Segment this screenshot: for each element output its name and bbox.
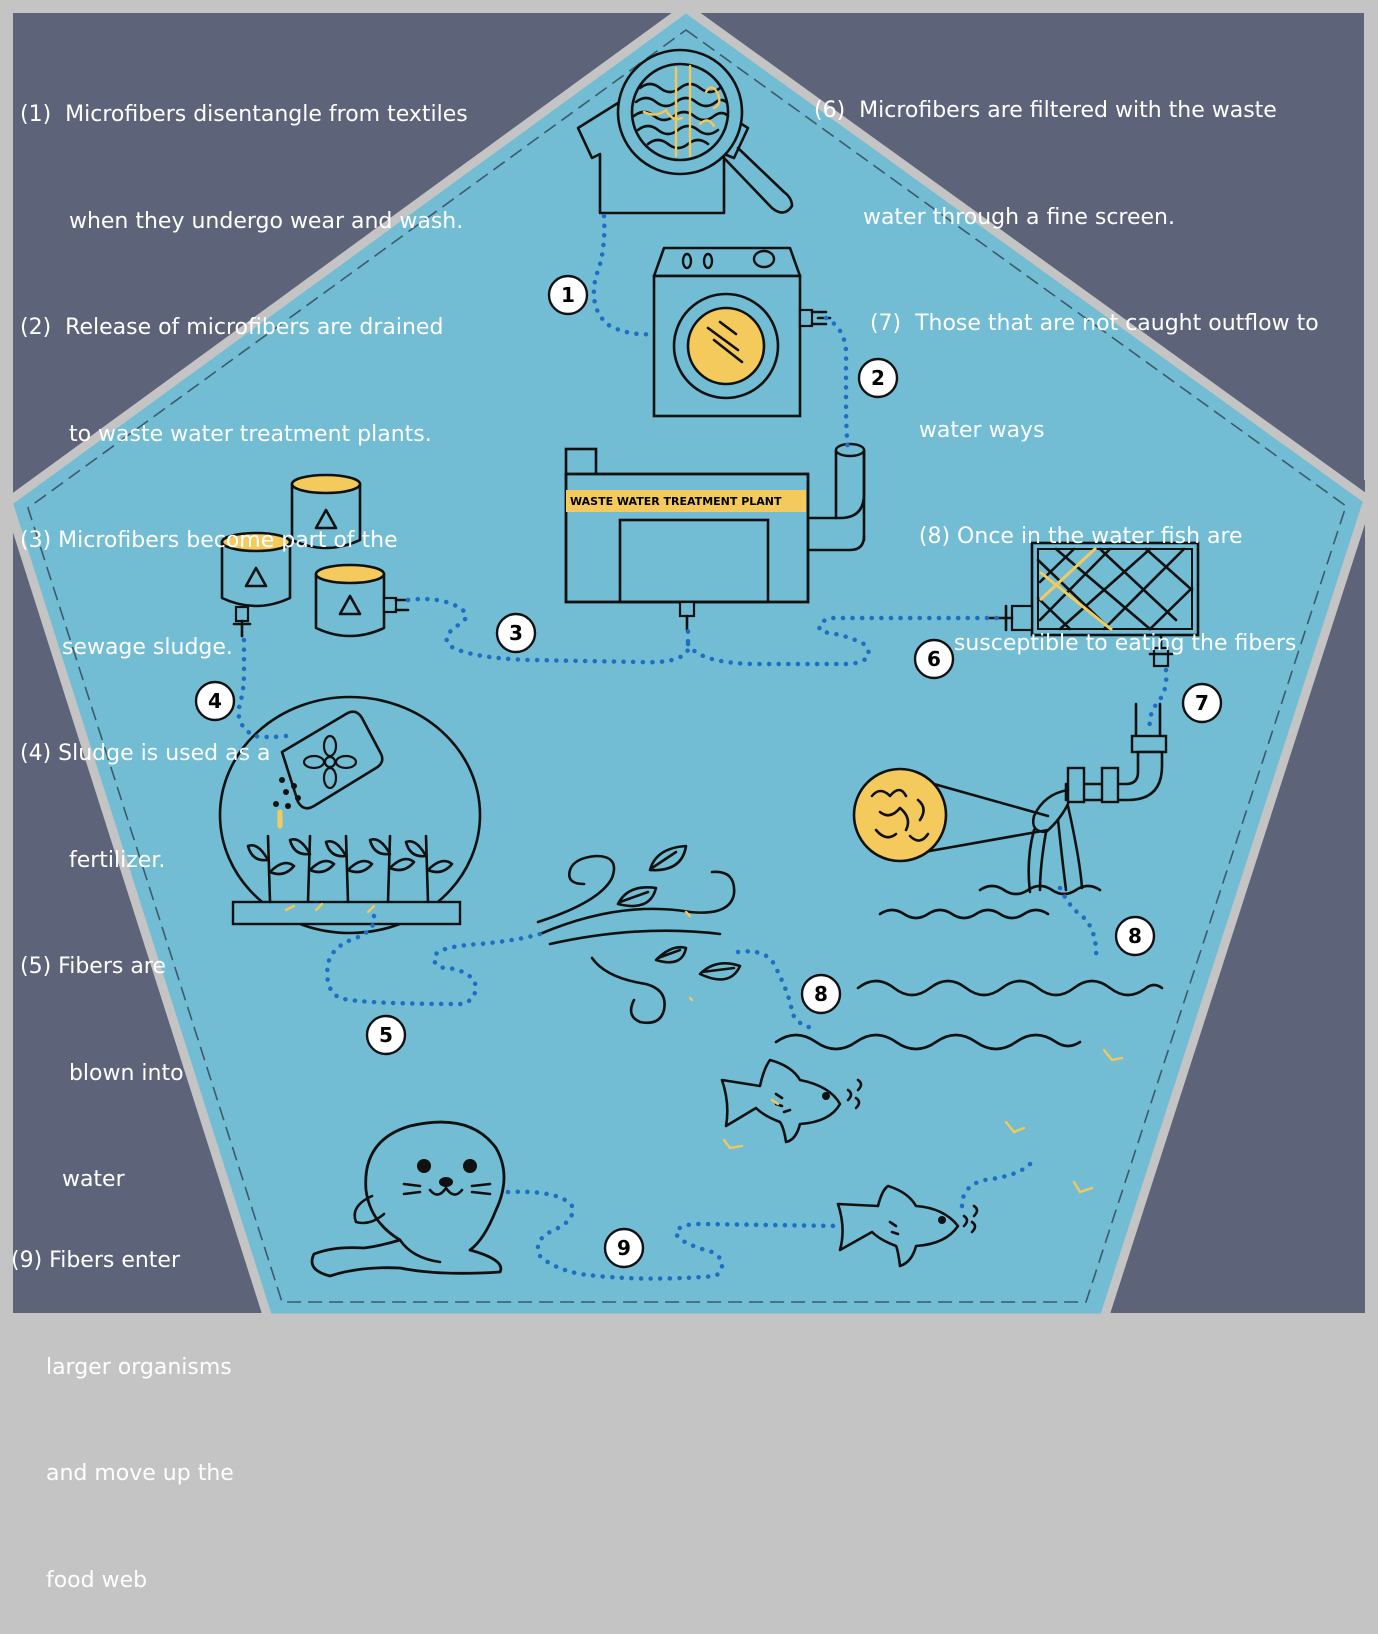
- sludge-tank-icon: [220, 473, 410, 638]
- annotations-top-right: (6) Microfibers are filtered with the wa…: [814, 22, 1319, 697]
- svg-text:8: 8: [1128, 924, 1142, 948]
- note-line: (7) Those that are not caught outflow to: [814, 311, 1319, 336]
- fish-icon: [720, 1058, 863, 1144]
- note-line: larger organisms: [11, 1354, 232, 1380]
- svg-text:7: 7: [1195, 691, 1209, 715]
- fertilizer-bag-icon: [273, 710, 384, 829]
- svg-text:1: 1: [561, 283, 575, 307]
- plant-label-band: [566, 490, 806, 512]
- annotations-top-left: (1) Microfibers disentangle from textile…: [20, 26, 468, 1233]
- microfiber-cycle-diagram: WASTE WATER TREATMENT PLANT: [2, 2, 1374, 1593]
- shirt-icon: [576, 96, 750, 215]
- plants-icon: [218, 695, 482, 935]
- step-badge-7: 7: [1181, 682, 1223, 724]
- note-line: blown into: [20, 1060, 184, 1086]
- step-badge-2: 2: [857, 357, 899, 399]
- svg-text:8: 8: [814, 982, 828, 1006]
- note-line: (9) Fibers enter: [11, 1248, 181, 1273]
- svg-text:3: 3: [509, 621, 523, 645]
- note-line: (6) Microfibers are filtered with the wa…: [814, 98, 1277, 123]
- step-badge-6: 6: [913, 638, 955, 680]
- step-badge-8-outflow: 8: [1114, 915, 1156, 957]
- flow-paths: [236, 213, 1169, 1281]
- note-line: water ways: [814, 417, 1045, 443]
- step-badge-3: 3: [495, 612, 537, 654]
- svg-text:2: 2: [871, 366, 885, 390]
- note-line: (2) Release of microfibers are drained: [20, 315, 444, 340]
- washing-machine-icon: [652, 246, 832, 418]
- note-line: (1) Microfibers disentangle from textile…: [20, 102, 468, 127]
- note-line: when they undergo wear and wash.: [20, 208, 464, 234]
- note-line: and move up the: [11, 1461, 234, 1486]
- note-line: (4) Sludge is used as a: [20, 741, 271, 766]
- seal-icon: [310, 1120, 506, 1278]
- magnifier-icon: [616, 48, 794, 214]
- note-line: sewage sludge.: [20, 634, 233, 660]
- outflow-pipe-icon: [852, 702, 1168, 920]
- note-line: water: [20, 1167, 125, 1192]
- diagram-canvas: WASTE WATER TREATMENT PLANT: [2, 2, 1374, 1323]
- step-badge-4: 4: [194, 680, 236, 722]
- svg-text:6: 6: [927, 647, 941, 671]
- note-line: food web: [11, 1567, 148, 1593]
- note-line: (5) Fibers are: [20, 954, 166, 979]
- wind-leaves-icon: [536, 844, 742, 1025]
- step-badge-9: 9: [603, 1227, 645, 1269]
- step-badge-5: 5: [365, 1014, 407, 1056]
- filter-screen-icon: [988, 541, 1200, 668]
- note-line: water through a fine screen.: [814, 204, 1175, 230]
- treatment-plant-icon: [564, 442, 866, 632]
- fish-icon: [836, 1184, 979, 1268]
- plant-label: WASTE WATER TREATMENT PLANT: [570, 495, 782, 508]
- svg-text:5: 5: [379, 1023, 393, 1047]
- note-line: (8) Once in the water fish are: [814, 524, 1243, 549]
- note-line: fertilizer.: [20, 847, 166, 873]
- annotations-bottom-left: (9) Fibers enter larger organisms and mo…: [11, 1172, 234, 1634]
- svg-text:4: 4: [208, 689, 222, 713]
- pentagon-dashed-border: [27, 29, 1347, 1303]
- note-line: to waste water treatment plants.: [20, 421, 432, 447]
- step-badge-1: 1: [547, 274, 589, 316]
- step-badge-8-wind: 8: [800, 973, 842, 1015]
- water-waves: [722, 979, 1164, 1194]
- note-line: (3) Microfibers become part of the: [20, 528, 398, 553]
- pentagon-water: [2, 2, 1374, 1323]
- svg-text:9: 9: [617, 1236, 631, 1260]
- note-line: susceptible to eating the fibers: [814, 630, 1297, 656]
